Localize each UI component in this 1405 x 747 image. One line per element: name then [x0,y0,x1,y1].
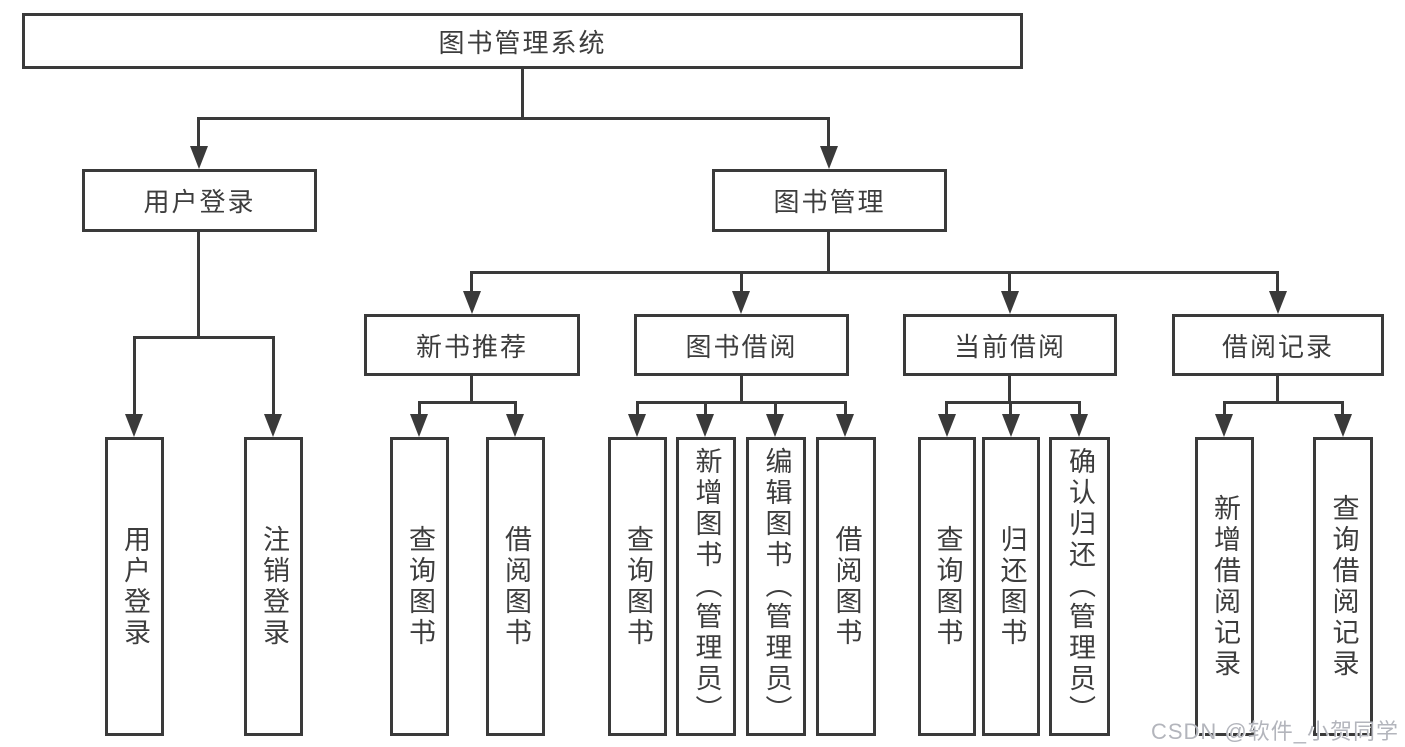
leaf-borrow-book-label: 借阅图书 [831,524,862,649]
node-library-system-box: 图书管理系统 [22,13,1023,69]
arrowhead [696,414,714,437]
connector-line [133,336,275,339]
node-new-book-recommend-box: 新书推荐 [364,314,580,376]
leaf-logout-label: 注销登录 [259,524,289,649]
arrowhead [836,414,854,437]
connector-line [1008,273,1011,293]
connector-line [1223,401,1344,404]
node-book-management-label: 图书管理 [773,187,886,217]
leaf-add-borrow-record-label: 新增借阅记录 [1210,493,1240,680]
node-borrow-records-box: 借阅记录 [1172,314,1384,376]
leaf-logout-box: 注销登录 [244,437,303,736]
node-book-borrow-box: 图书借阅 [634,314,849,376]
connector-line [740,273,743,293]
leaf-user-login-label: 用户登录 [120,524,150,649]
connector-line [197,117,830,120]
connector-line [945,403,948,417]
connector-line [1223,403,1226,417]
node-user-login-label: 用户登录 [143,187,256,217]
watermark: CSDN @软件_小贺同学 [1150,719,1399,744]
leaf-borrow-book-recommend-box: 借阅图书 [486,437,545,736]
arrowhead [190,146,208,169]
connector-line [1276,273,1279,293]
leaf-user-login-box: 用户登录 [105,437,164,736]
leaf-edit-book-admin-box: 编辑图书（管理员） [746,437,806,736]
connector-line [1009,403,1012,417]
arrowhead [732,291,750,314]
connector-line [470,376,473,403]
leaf-add-book-admin-box: 新增图书（管理员） [676,437,736,736]
arrowhead [938,414,956,437]
connector-line [197,232,200,338]
connector-line [740,376,743,403]
connector-line [470,271,1279,274]
arrowhead [1070,414,1088,437]
arrowhead [1334,414,1352,437]
connector-line [1078,403,1081,417]
connector-line [1341,403,1344,417]
leaf-query-book-recommend-box: 查询图书 [390,437,449,736]
connector-line [704,403,707,417]
connector-line [133,338,136,417]
leaf-query-book-recommend-label: 查询图书 [405,524,435,649]
arrowhead [410,414,428,437]
leaf-add-book-admin-label: 新增图书（管理员） [691,447,722,726]
connector-line [636,403,639,417]
arrowhead [1269,291,1287,314]
arrowhead [506,414,524,437]
node-current-borrow-label: 当前借阅 [953,331,1066,362]
leaf-query-book-borrow-box: 查询图书 [608,437,667,736]
leaf-confirm-return-admin-label: 确认归还（管理员） [1065,447,1095,726]
connector-line [827,232,830,273]
leaf-query-book-borrow-label: 查询图书 [623,524,653,649]
connector-line [636,401,847,404]
connector-line [197,119,200,149]
connector-line [418,403,421,417]
connector-line [1008,376,1011,403]
arrowhead [1002,414,1020,437]
connector-line [272,338,275,417]
connector-line [514,403,517,417]
connector-line [827,119,830,149]
connector-line [945,401,1081,404]
connector-line [1276,376,1279,403]
arrowhead [820,146,838,169]
node-book-management-box: 图书管理 [712,169,947,232]
node-user-login-box: 用户登录 [82,169,317,232]
arrowhead [125,414,143,437]
leaf-borrow-book-recommend-label: 借阅图书 [501,524,531,649]
arrowhead [1215,414,1233,437]
connector-line [418,401,517,404]
leaf-query-borrow-record-box: 查询借阅记录 [1313,437,1373,736]
connector-line [470,273,473,293]
node-borrow-records-label: 借阅记录 [1221,331,1334,362]
arrowhead [1001,291,1019,314]
leaf-borrow-book-box: 借阅图书 [816,437,876,736]
arrowhead [628,414,646,437]
leaf-return-book-label: 归还图书 [996,524,1027,649]
arrowhead [264,414,282,437]
connector-line [774,403,777,417]
leaf-confirm-return-admin-box: 确认归还（管理员） [1049,437,1110,736]
connector-line [521,69,524,119]
leaf-query-book-current-label: 查询图书 [932,524,963,649]
leaf-query-borrow-record-label: 查询借阅记录 [1328,493,1359,680]
node-library-system-label: 图书管理系统 [438,27,607,58]
node-new-book-recommend-label: 新书推荐 [415,331,528,362]
leaf-add-borrow-record-box: 新增借阅记录 [1195,437,1254,736]
node-book-borrow-label: 图书借阅 [685,331,798,362]
connector-line [844,403,847,417]
leaf-return-book-box: 归还图书 [982,437,1040,736]
leaf-query-book-current-box: 查询图书 [918,437,976,736]
arrowhead [766,414,784,437]
arrowhead [463,291,481,314]
node-current-borrow-box: 当前借阅 [903,314,1117,376]
leaf-edit-book-admin-label: 编辑图书（管理员） [761,447,792,726]
